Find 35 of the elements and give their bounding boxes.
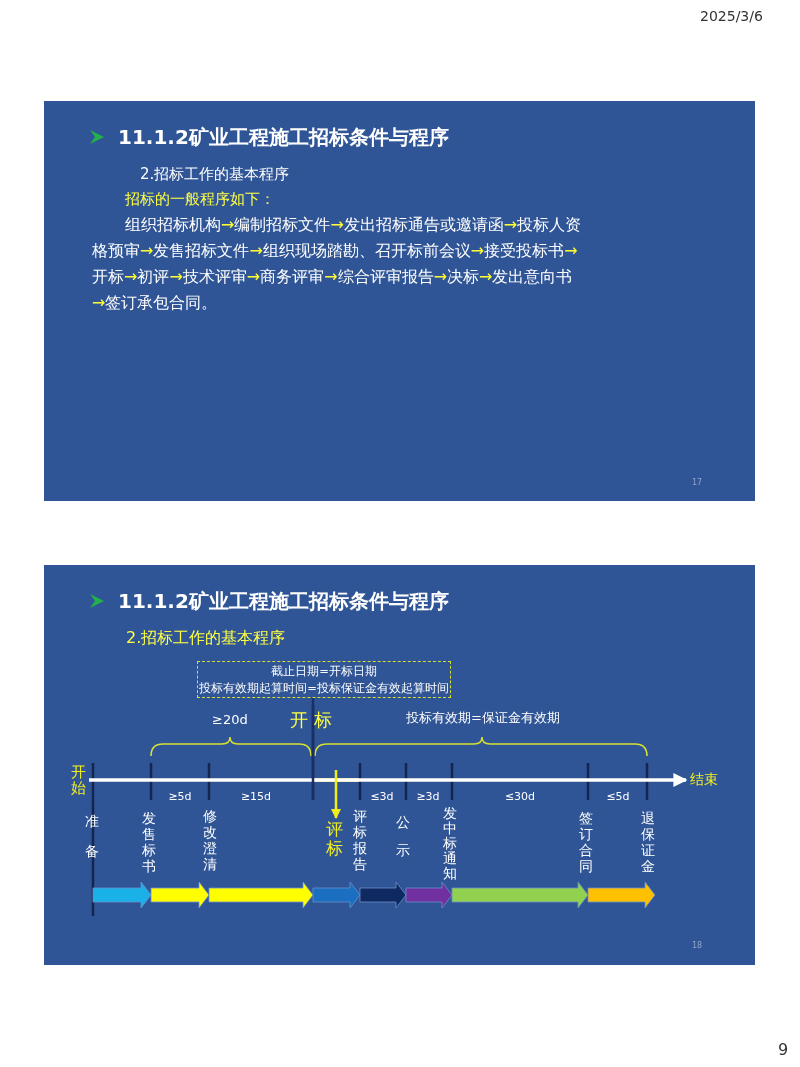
stage-label: 退保证金 xyxy=(640,810,656,874)
stage-label: 评标报告 xyxy=(352,808,368,872)
stage-label: 发售标书 xyxy=(141,810,157,874)
timeline-label: 结束 xyxy=(690,771,718,789)
note-text: 投标有效期起算时间=投标保证金有效起算时间 xyxy=(198,681,450,696)
duration-label: ≥5d xyxy=(167,790,193,803)
duration-label: ≤5d xyxy=(605,790,631,803)
timeline-arrow xyxy=(89,773,688,787)
subheading: 2.招标工作的基本程序 xyxy=(126,628,286,649)
slide-number: 17 xyxy=(692,478,703,487)
stage-label: 签订合同 xyxy=(578,810,594,874)
duration-label: ≤3d xyxy=(369,790,395,803)
page-number: 9 xyxy=(778,1040,789,1059)
duration-label: ≥3d xyxy=(415,790,441,803)
note-text: 截止日期=开标日期 xyxy=(270,664,378,679)
timeline-label: 评标 xyxy=(325,820,343,858)
stage-label: 修改澄清 xyxy=(202,808,218,872)
duration-label: ≤30d xyxy=(503,790,537,803)
duration-label: ≥20d xyxy=(212,712,248,727)
arrow xyxy=(331,770,341,819)
slide-title: 11.1.2矿业工程施工招标条件与程序 xyxy=(118,124,449,151)
duration-label: ≥15d xyxy=(239,790,273,803)
slide-number: 18 xyxy=(692,941,703,950)
subheading: 招标的一般程序如下： xyxy=(125,190,275,209)
stage-label: 公示 xyxy=(395,813,411,860)
stage-label: 发中标通知 xyxy=(442,806,458,881)
stage-label: 准备 xyxy=(84,812,100,861)
period-label: 投标有效期=保证金有效期 xyxy=(406,709,560,727)
note-box xyxy=(197,661,451,698)
paragraph: 组织招标机构→编制招标文件→发出招标通告或邀请函→投标人资格预审→发售招标文件→组织现场踏勘、召开标前会议→接受投标书→开标→初评→技术评审→商务评审→综合评审报告→决标→发出意向书→签订承包合同。 xyxy=(92,214,582,314)
subheading: 2.招标工作的基本程序 xyxy=(140,165,290,184)
date-text: 2025/3/6 xyxy=(700,8,763,24)
milestone-label: 开 标 xyxy=(290,708,332,732)
timeline-label: 开始 xyxy=(70,764,86,796)
slide-title: 11.1.2矿业工程施工招标条件与程序 xyxy=(118,588,449,615)
